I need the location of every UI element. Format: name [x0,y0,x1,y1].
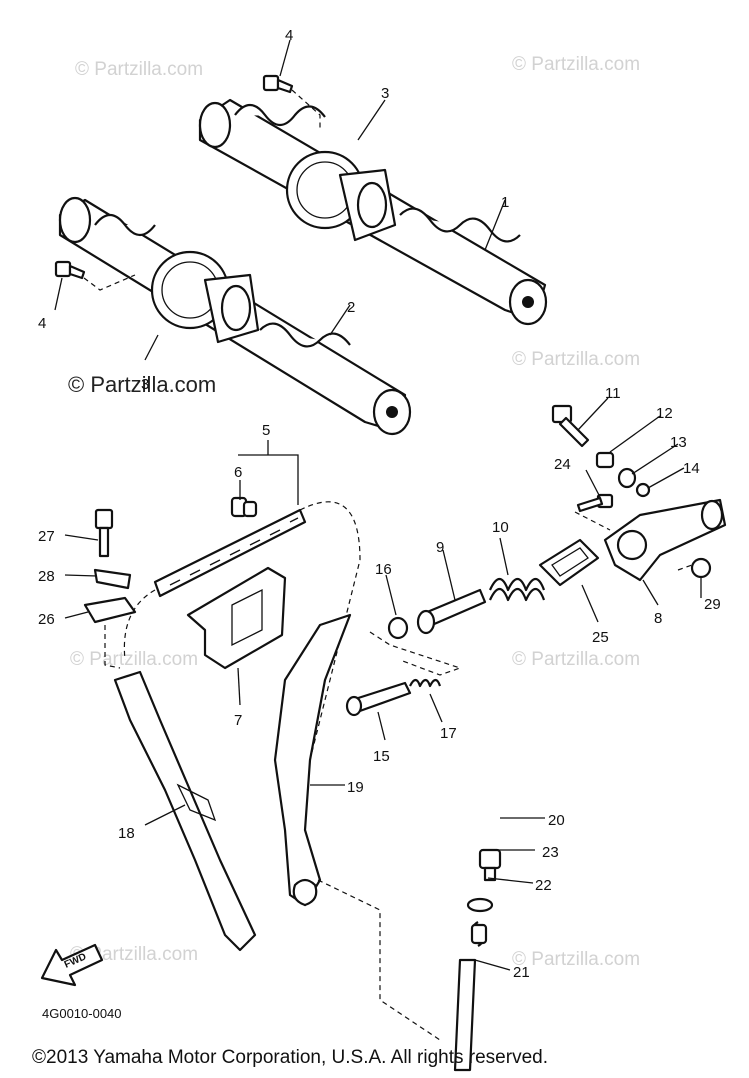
callout-2: 2 [347,299,355,316]
callout-3-lower: 3 [141,376,149,393]
watermark: © Partzilla.com [512,54,640,75]
callout-17: 17 [440,725,457,742]
leader-dash [677,564,693,571]
guide-bolt-27 [94,508,114,558]
gasket [538,538,600,587]
watermark-group: © Partzilla.com © Partzilla.com © Partzi… [68,54,640,970]
callout-13: 13 [670,434,687,451]
callout-9: 9 [436,539,444,556]
callout-10: 10 [492,519,509,536]
sprocket-bolt-lower [54,260,86,280]
callout-8: 8 [654,610,662,627]
sprocket-bolt-upper [262,74,294,94]
callout-22: 22 [535,877,552,894]
callout-27: 27 [38,528,55,545]
leader-dash [574,511,611,531]
guide-plate-26 [83,596,137,624]
diagram-code: 4G0010-0040 [42,1006,122,1021]
leader-dash [369,631,462,676]
callout-28: 28 [38,568,55,585]
callout-29: 29 [704,596,721,613]
chain-guide-front [113,670,257,952]
callout-16: 16 [375,561,392,578]
copyright-text: ©2013 Yamaha Motor Corporation, U.S.A. A… [32,1047,548,1068]
plug-bolt-20 [478,848,502,882]
gasket-23 [466,897,494,913]
callout-group: 1 2 3 3 4 4 5 6 7 8 9 10 11 12 13 14 15 … [38,27,721,981]
forward-arrow-icon: FWD [40,943,104,987]
watermark: © Partzilla.com [512,349,640,370]
watermark: © Partzilla.com [512,649,640,670]
guide-stopper-28 [93,568,132,590]
tensioner-pusher [345,681,412,717]
callout-19: 19 [347,779,364,796]
watermark-main: © Partzilla.com [68,372,216,397]
callout-18: 18 [118,825,135,842]
callout-20: 20 [548,812,565,829]
callout-26: 26 [38,611,55,628]
callout-6: 6 [234,464,242,481]
callout-3-upper: 3 [381,85,389,102]
pusher-spring [409,678,442,688]
chain-guide-top [186,566,287,670]
leader-dash [83,274,136,291]
leader-lines [54,39,702,971]
leader-dash [104,625,121,669]
cam-chain [123,501,361,801]
tensioner-washer-13 [617,467,637,489]
callout-15: 15 [373,748,390,765]
callout-23: 23 [542,844,559,861]
ring-16 [387,616,409,640]
callout-24: 24 [554,456,571,473]
callout-14: 14 [683,460,700,477]
tensioner-nut-29 [690,557,712,579]
chain-guide-rear [273,613,352,907]
camshaft-exhaust [198,98,548,326]
watermark: © Partzilla.com [75,59,203,80]
leader-dash [291,89,321,130]
camshaft-intake [58,196,412,436]
spring-22 [470,921,488,947]
chain-master-link [230,496,258,518]
callout-4-lower: 4 [38,315,46,332]
callout-5: 5 [262,422,270,439]
callout-11: 11 [605,385,621,402]
callout-4-upper: 4 [285,27,293,44]
tensioner-spring [488,577,546,602]
callout-25: 25 [592,629,609,646]
o-ring-14 [635,482,651,498]
callout-7: 7 [234,712,242,729]
leader-dash [317,879,441,1041]
callout-12: 12 [656,405,673,422]
tensioner-bolt-11 [551,404,590,448]
tensioner-body [603,498,727,582]
tensioner-bolt-24 [576,493,614,513]
tensioner-rod [416,588,487,635]
rod-21 [453,958,477,1072]
tensioner-nut-12 [595,451,615,469]
watermark: © Partzilla.com [512,949,640,970]
callout-1: 1 [501,194,509,211]
callout-21: 21 [513,964,530,981]
watermark: © Partzilla.com [70,649,198,670]
